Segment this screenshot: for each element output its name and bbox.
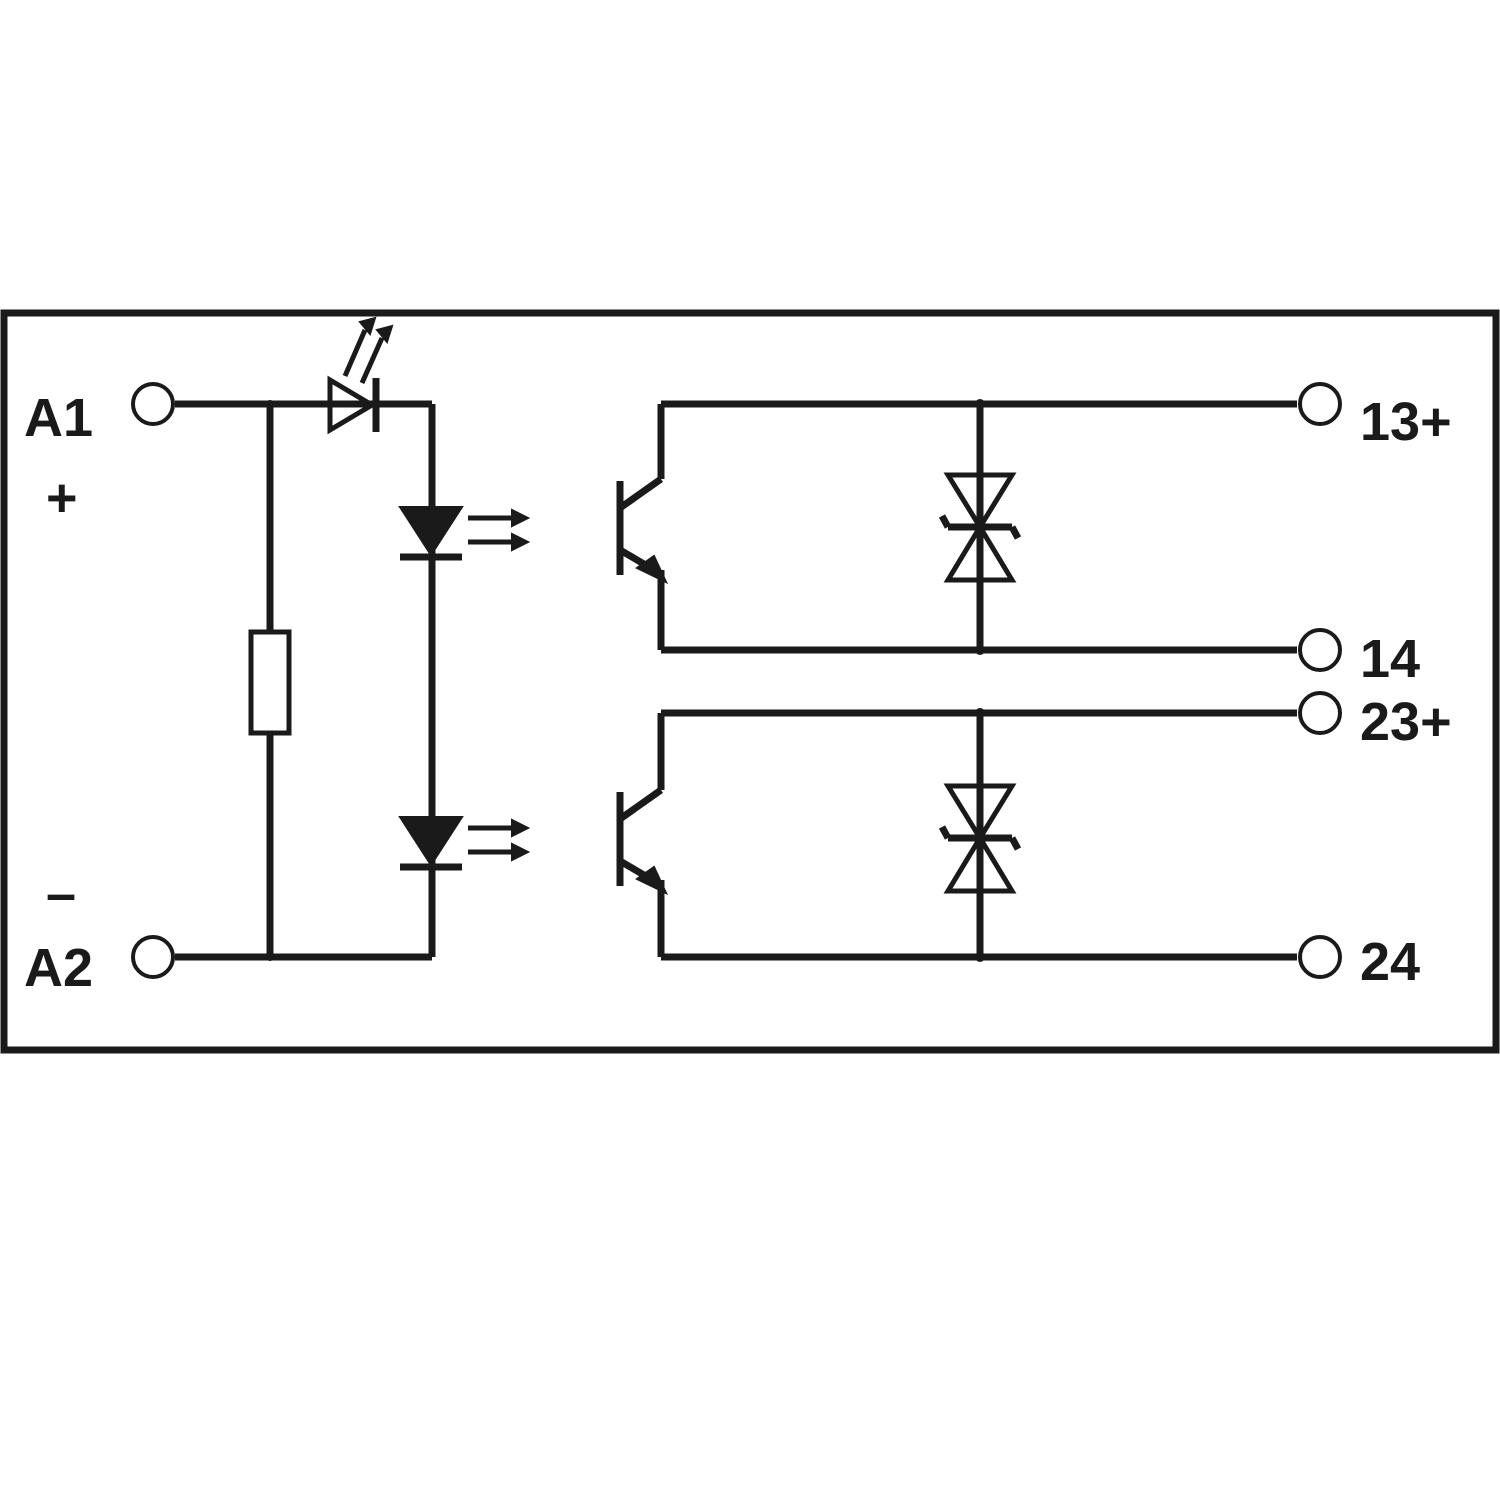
tvs-diode-2 (938, 783, 1022, 894)
terminal-23 (1298, 691, 1342, 735)
junction-dot (266, 400, 274, 408)
optocoupler-led-2 (398, 816, 531, 871)
terminal-14 (1298, 628, 1342, 672)
label-plus: + (46, 468, 78, 528)
resistor (248, 629, 292, 736)
terminal-a2 (131, 935, 175, 979)
label-14: 14 (1360, 629, 1420, 689)
label-23: 23+ (1360, 692, 1452, 752)
junction-dot (975, 645, 985, 655)
terminal-24 (1298, 935, 1342, 979)
junction-dot (975, 708, 985, 718)
label-a1: A1 (24, 388, 93, 448)
label-minus: – (46, 864, 76, 924)
terminal-13 (1298, 382, 1342, 426)
phototransistor-2 (616, 787, 669, 896)
phototransistor-1 (616, 476, 669, 585)
module-frame (0, 309, 1500, 1054)
label-24: 24 (1360, 932, 1420, 992)
junction-dot (975, 399, 985, 409)
terminal-a1 (131, 382, 175, 426)
optocoupler-led-1 (398, 506, 531, 561)
junction-dot (266, 953, 274, 961)
tvs-diode-1 (938, 472, 1022, 583)
indicator-led (327, 316, 394, 435)
junction-dot (975, 952, 985, 962)
label-a2: A2 (24, 938, 93, 998)
label-13: 13+ (1360, 392, 1452, 452)
